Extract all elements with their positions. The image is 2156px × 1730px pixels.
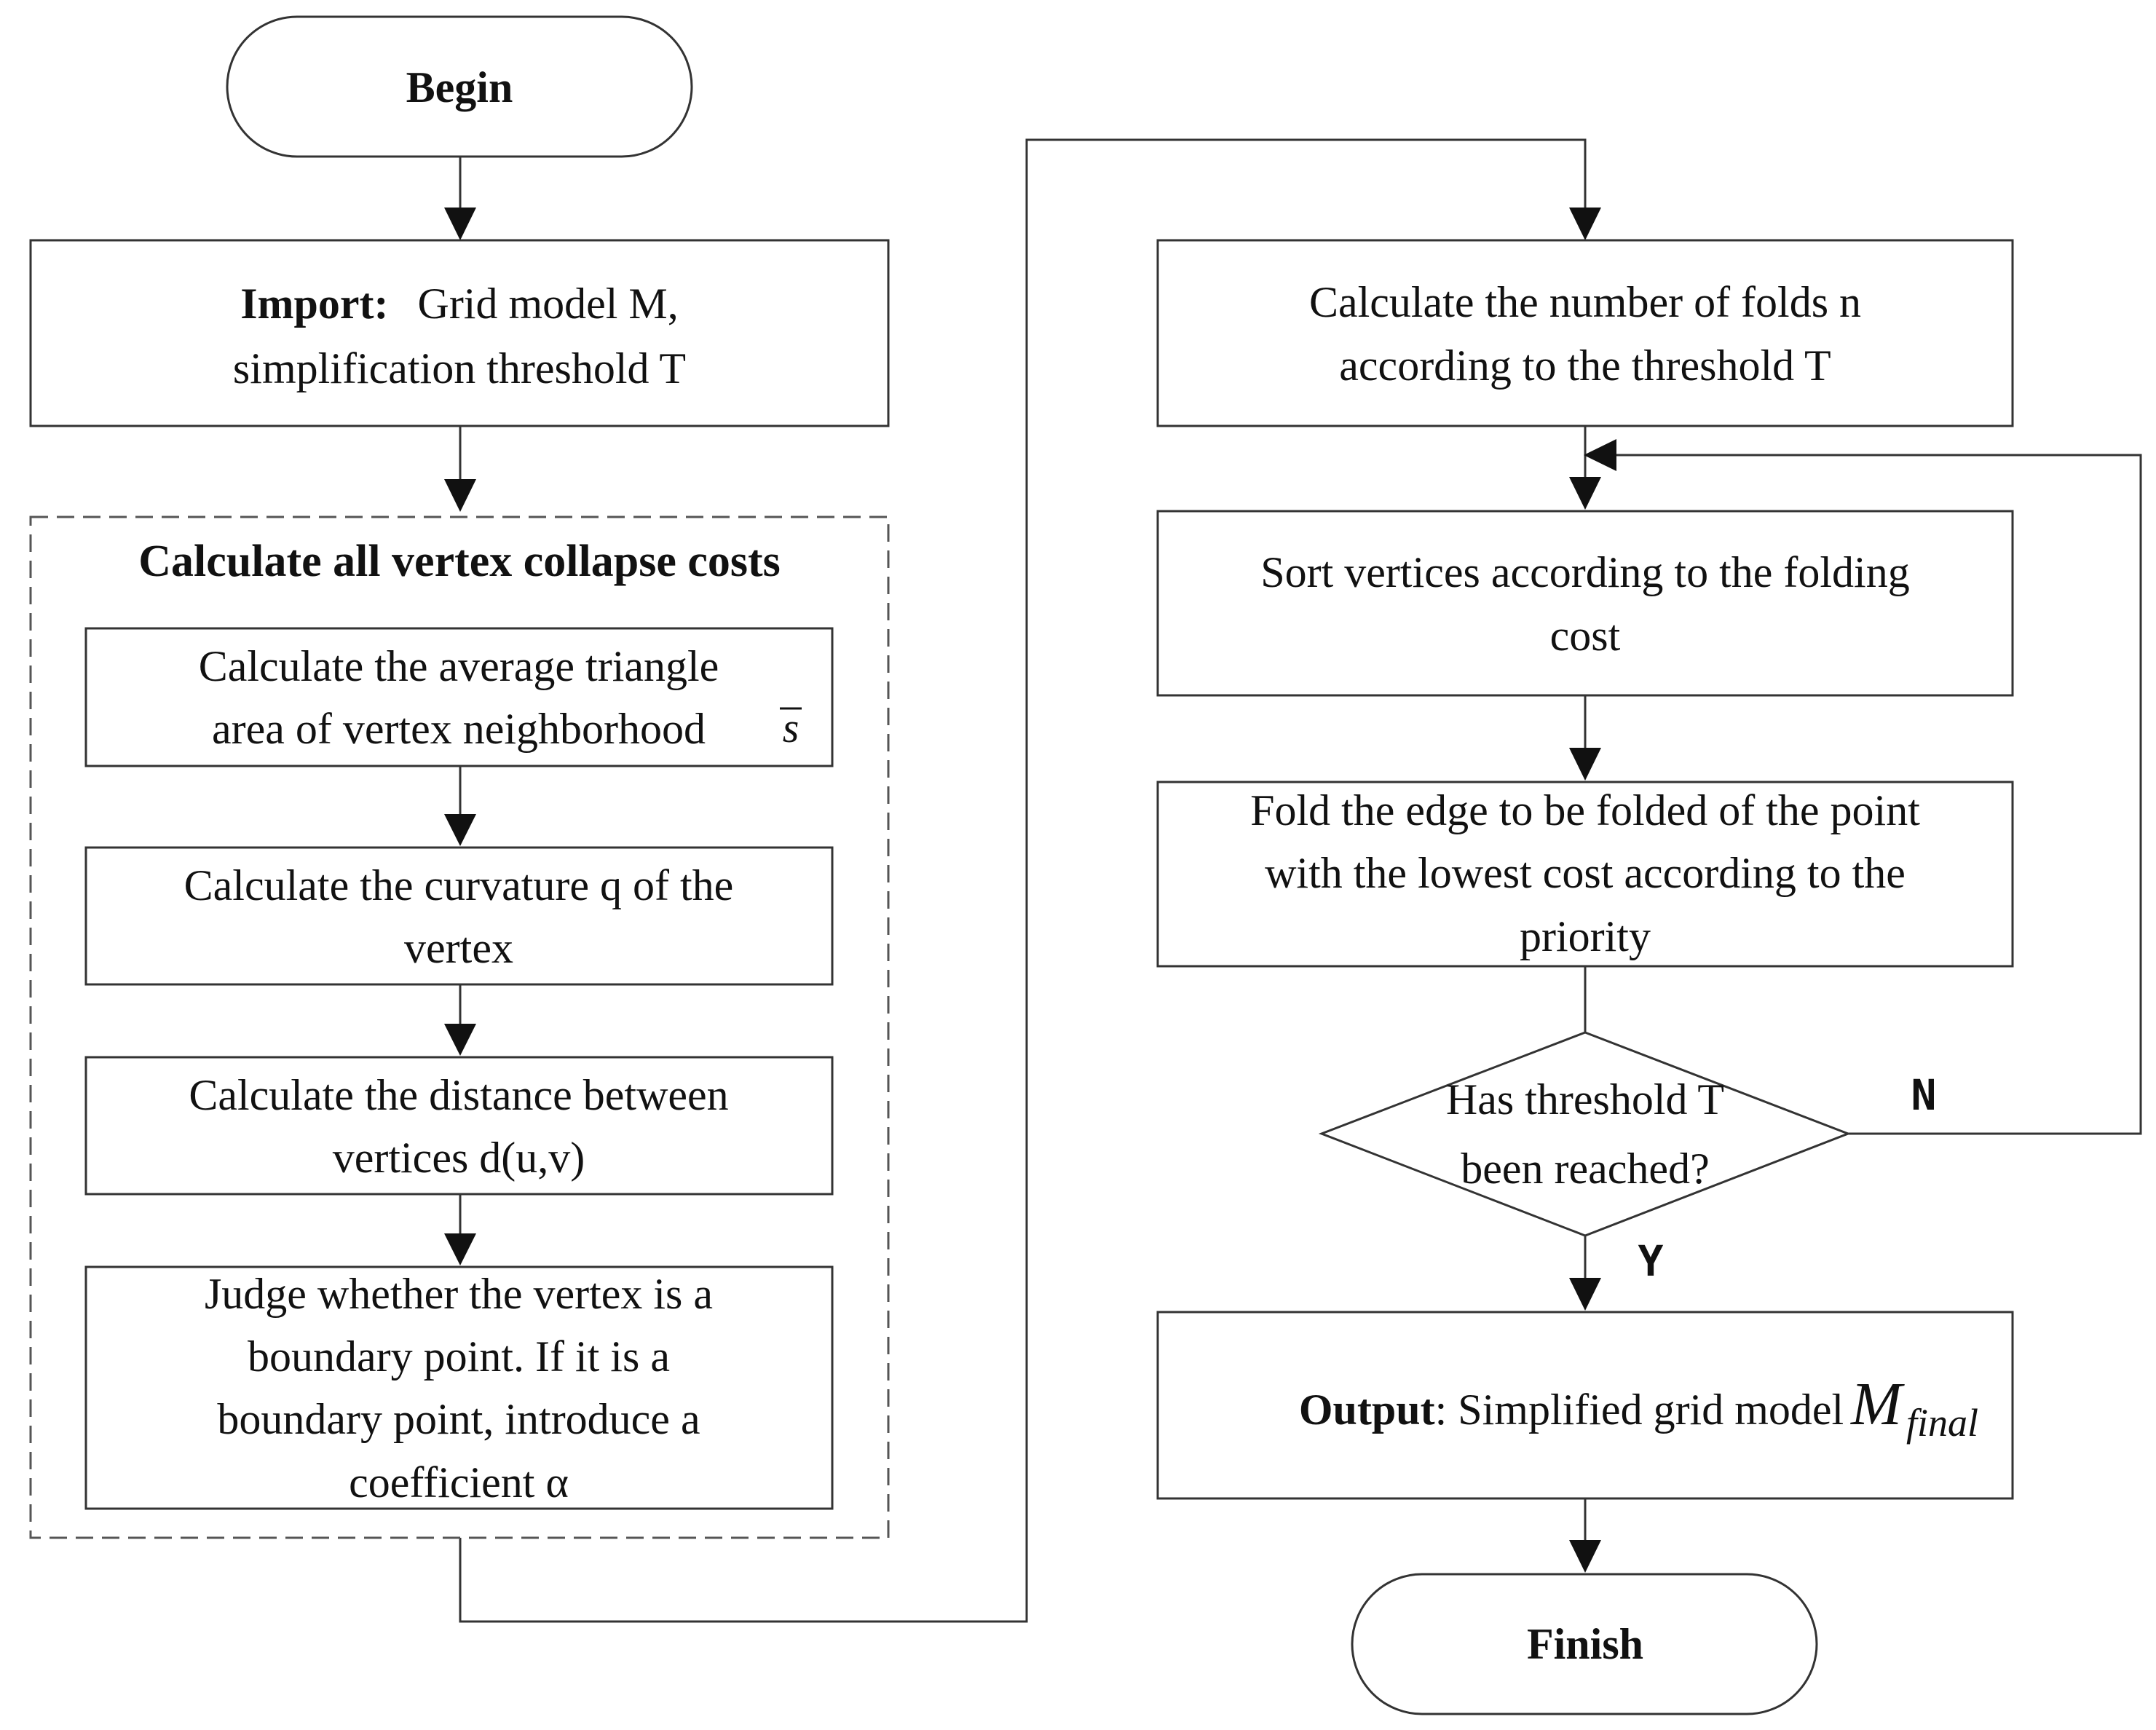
arrowhead-distance-judge: [444, 1233, 476, 1265]
distance-line2: vertices d(u,v): [333, 1134, 585, 1182]
fold-box: [1156, 781, 2014, 968]
output-line: Output: Simplified grid model: [1299, 1386, 1844, 1434]
arrowhead-import-group: [444, 479, 476, 512]
fold-line2: with the lowest cost according to the: [1265, 849, 1906, 897]
distance-box: [84, 1056, 834, 1196]
sort-line2: cost: [1550, 612, 1621, 660]
average-area-box: [84, 627, 834, 767]
s-bar-symbol: s: [783, 704, 799, 751]
node-curvature: Calculate the curvature q of the vertex: [84, 846, 834, 986]
arrowhead-folds-sort: [1569, 477, 1601, 510]
node-number-of-folds: Calculate the number of folds n accordin…: [1156, 239, 2014, 427]
output-keyword: Output: [1299, 1386, 1435, 1434]
curvature-line2: vertex: [404, 924, 513, 972]
fold-line1: Fold the edge to be folded of the point: [1250, 786, 1920, 834]
output-symbol-m: M: [1850, 1370, 1905, 1438]
output-box: [1156, 1311, 2014, 1500]
node-output: Output: Simplified grid model M final: [1156, 1311, 2014, 1500]
node-import: Import: Grid model M, simplification thre…: [29, 239, 890, 427]
arrowhead-curvature-distance: [444, 1024, 476, 1056]
edge-group-folds: [459, 138, 1587, 1623]
sort-box: [1156, 510, 2014, 697]
import-colon: :: [374, 280, 389, 328]
node-judge-boundary: Judge whether the vertex is a boundary p…: [84, 1265, 834, 1510]
decision-line1: Has threshold T: [1446, 1075, 1724, 1123]
import-line2: simplification threshold T: [233, 344, 686, 392]
arrowhead-output-finish: [1569, 1540, 1601, 1573]
begin-terminator: [226, 15, 693, 158]
group-vertex-collapse-costs: Calculate all vertex collapse costs: [29, 516, 890, 1539]
average-area-line2: area of vertex neighborhood: [212, 705, 706, 753]
edge-decision-no-loop: [1616, 454, 2142, 1135]
output-text: : Simplified grid model: [1435, 1386, 1844, 1434]
connectors: [444, 138, 2142, 1623]
folds-line1: Calculate the number of folds n: [1309, 278, 1861, 326]
edge-label-yes: Y: [1638, 1236, 1664, 1286]
curvature-line1: Calculate the curvature q of the: [184, 861, 734, 909]
import-keyword: Import: [240, 280, 374, 328]
folds-line2: according to the threshold T: [1339, 341, 1831, 390]
arrowhead-group-folds: [1569, 208, 1601, 240]
group-title: Calculate all vertex collapse costs: [138, 537, 781, 586]
node-fold-edge: Fold the edge to be folded of the point …: [1156, 781, 2014, 968]
finish-label: Finish: [1527, 1620, 1643, 1668]
import-box: [29, 239, 890, 427]
folds-box: [1156, 239, 2014, 427]
node-sort-vertices: Sort vertices according to the folding c…: [1156, 510, 2014, 697]
import-line1: Import: Grid model M,: [240, 280, 679, 328]
node-decision-threshold: Has threshold T been reached?: [1318, 1031, 1852, 1237]
node-finish: Finish: [1351, 1573, 1818, 1715]
curvature-box: [84, 846, 834, 986]
node-distance: Calculate the distance between vertices …: [84, 1056, 834, 1196]
arrowhead-sort-fold: [1569, 748, 1601, 781]
judge-line4: coefficient α: [349, 1458, 569, 1506]
judge-box: [84, 1265, 834, 1510]
finish-terminator: [1351, 1573, 1818, 1715]
import-text-line1: Grid model M,: [417, 280, 678, 328]
begin-label: Begin: [406, 63, 513, 111]
node-begin: Begin: [226, 15, 693, 158]
judge-line1: Judge whether the vertex is a: [205, 1270, 713, 1318]
distance-line1: Calculate the distance between: [189, 1071, 728, 1119]
decision-line2: been reached?: [1461, 1145, 1709, 1193]
arrowhead-decision-output: [1569, 1278, 1601, 1311]
judge-line2: boundary point. If it is a: [248, 1332, 670, 1381]
arrowhead-decision-no-loop: [1584, 439, 1616, 471]
decision-diamond: [1318, 1031, 1852, 1237]
fold-line3: priority: [1520, 912, 1651, 960]
arrowhead-begin-import: [444, 208, 476, 240]
node-average-area: Calculate the average triangle area of v…: [84, 627, 834, 767]
edge-label-no: N: [1911, 1070, 1937, 1120]
sort-line1: Sort vertices according to the folding: [1260, 548, 1909, 596]
group-dashed-border: [29, 516, 890, 1539]
average-area-line1: Calculate the average triangle: [199, 642, 719, 690]
judge-line3: boundary point, introduce a: [217, 1395, 700, 1443]
output-symbol-subscript: final: [1906, 1401, 1978, 1445]
arrowhead-avgarea-curvature: [444, 814, 476, 846]
